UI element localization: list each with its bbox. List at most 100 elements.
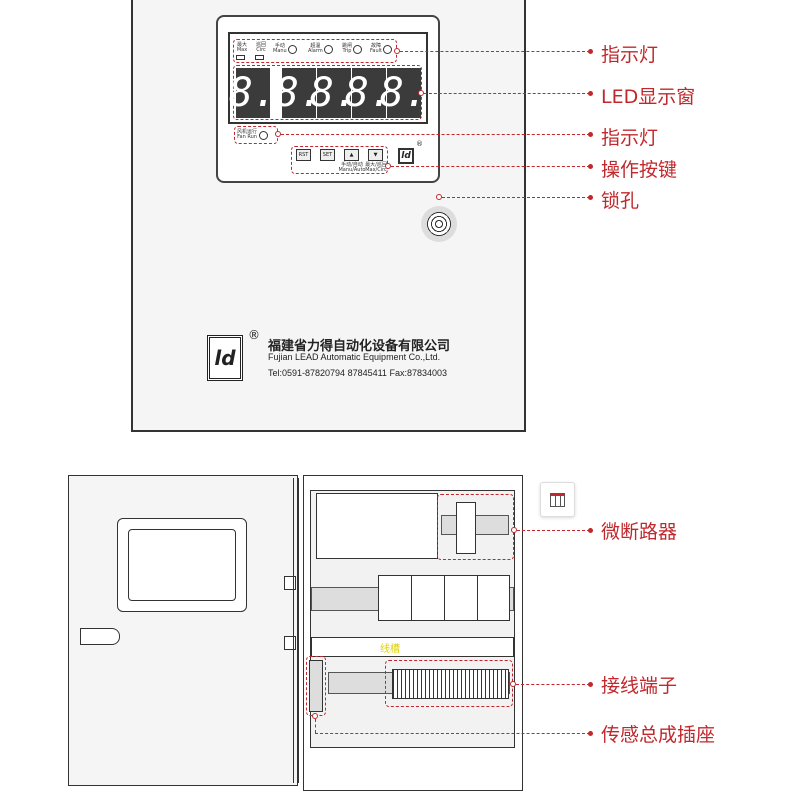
table-icon[interactable] <box>540 482 575 517</box>
set-button[interactable]: SET <box>320 149 335 161</box>
callout-breaker: 微断路器 <box>601 521 678 543</box>
panel-inner <box>228 32 428 124</box>
trunking-label: 线槽 <box>380 644 400 655</box>
led-digit: 8. <box>344 68 394 118</box>
controller-backplate <box>316 493 438 559</box>
callout-dot <box>588 682 593 687</box>
callout-line <box>424 93 590 94</box>
callout-line <box>517 530 590 531</box>
company-name-cn: 福建省力得自动化设备有限公司 <box>268 339 451 354</box>
breaker-block <box>456 502 476 554</box>
callout-anchor <box>394 48 400 54</box>
breaker-highlight <box>437 494 514 560</box>
callout-buttons: 操作按键 <box>601 159 678 181</box>
callout-line <box>516 684 590 685</box>
callout-line <box>391 166 590 167</box>
company-logo-icon: ld <box>207 335 243 381</box>
fan-run-label: 风机运行 <box>237 129 258 135</box>
callout-dot <box>588 132 593 137</box>
wire-trunking <box>311 637 514 657</box>
relay-modules <box>378 575 510 621</box>
indicator-label: 最大 <box>236 42 247 48</box>
door-handle[interactable] <box>80 628 120 645</box>
rst-button[interactable]: RST <box>296 149 311 161</box>
callout-dot <box>588 195 593 200</box>
indicator-lamp <box>323 44 333 54</box>
indicator-lamp <box>255 55 264 60</box>
indicator-label: 手动 <box>274 43 285 49</box>
indicator-label: Circ <box>256 47 266 53</box>
terminal-highlight <box>385 660 513 707</box>
sensor-connector <box>309 660 323 712</box>
callout-anchor <box>418 90 424 96</box>
terminal-block <box>392 669 509 699</box>
indicator-lamp <box>287 44 297 54</box>
company-contact: Tel:0591-87820794 87845411 Fax:87834003 <box>268 368 447 378</box>
fan-run-label: Fan Run <box>237 134 257 140</box>
fan-run-lamp <box>259 130 269 140</box>
callout-dot <box>588 528 593 533</box>
callout-indicator-1: 指示灯 <box>601 44 659 66</box>
callout-line <box>400 51 590 52</box>
registered-mark: ® <box>416 140 423 148</box>
indicator-label: Max <box>236 47 248 53</box>
indicator-lamp <box>353 44 363 54</box>
callout-lock: 锁孔 <box>601 190 640 212</box>
sensor-highlight <box>306 656 326 716</box>
door-window <box>117 518 247 612</box>
indicator-lamp <box>383 44 392 54</box>
callout-anchor <box>510 681 516 687</box>
callout-dot <box>588 164 593 169</box>
callout-line <box>315 719 316 733</box>
led-digit: 8. <box>228 68 278 118</box>
door-edge <box>293 478 299 783</box>
logo-icon: ld <box>398 148 414 164</box>
indicator-label: 跳闸 <box>342 43 353 49</box>
led-digit: 8. <box>274 68 324 118</box>
callout-anchor <box>275 131 281 137</box>
led-digit: 8. <box>309 68 359 118</box>
callout-line <box>442 197 590 198</box>
callout-sensor: 传感总成插座 <box>601 724 716 746</box>
callout-dot <box>588 91 593 96</box>
callout-led: LED显示窗 <box>601 86 696 108</box>
indicator-label: Manu <box>273 48 287 54</box>
company-name-en: Fujian LEAD Automatic Equipment Co.,Ltd. <box>268 352 441 362</box>
lock-hole[interactable] <box>421 206 457 242</box>
caption: 手动/自动 <box>341 162 363 168</box>
callout-line <box>315 733 590 734</box>
callout-terminal: 接线端子 <box>601 675 678 697</box>
caption: Manu/Auto <box>338 167 366 173</box>
caption: 最大/巡回 <box>365 162 387 168</box>
indicator-lamp <box>236 55 245 60</box>
callout-anchor <box>312 713 318 719</box>
callout-dot <box>588 731 593 736</box>
callout-anchor <box>436 194 442 200</box>
callout-anchor <box>511 527 517 533</box>
up-button[interactable]: ▲ <box>344 149 359 161</box>
indicator-label: Fault <box>370 48 382 54</box>
caption: Max/Circ <box>365 167 387 173</box>
indicator-label: Trip <box>342 48 352 54</box>
indicator-label: Alarm <box>308 48 323 54</box>
button-group <box>291 146 388 174</box>
callout-indicator-2: 指示灯 <box>601 127 659 149</box>
callout-line <box>281 134 590 135</box>
company-registered: ® <box>248 328 260 342</box>
indicator-label: 超温 <box>310 43 321 49</box>
callout-anchor <box>385 163 391 169</box>
down-button[interactable]: ▼ <box>368 149 383 161</box>
callout-dot <box>588 49 593 54</box>
led-digit: 8. <box>379 68 429 118</box>
indicator-label: 巡回 <box>255 42 266 48</box>
indicator-label: 故障 <box>370 43 381 49</box>
